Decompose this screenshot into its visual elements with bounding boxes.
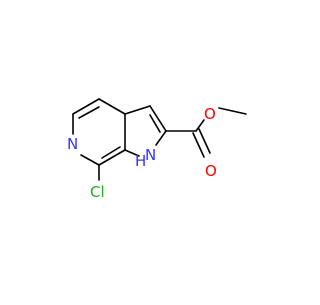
- bond-n1-c7a: [124, 149, 140, 157]
- atom-o-carbonyl: O: [205, 162, 217, 180]
- bond-ccarbonyl-o-ester: [195, 119, 205, 132]
- atom-cl: Cl: [90, 183, 105, 201]
- bond-c7-c7a-inner: [101, 146, 121, 159]
- atom-o-ester: O: [204, 105, 216, 123]
- bonds: [72, 98, 247, 181]
- bond-c4-c5: [72, 98, 100, 115]
- bond-c4-c5-inner: [78, 106, 100, 119]
- atom-labels: N H N Cl O O: [67, 105, 217, 201]
- bond-ccarbonyl-o-carbonyl-b: [198, 128, 211, 154]
- bond-o-ester-ch3: [218, 107, 247, 115]
- bond-n6-c7: [80, 154, 100, 166]
- atom-n1: N: [145, 146, 156, 164]
- molecule-canvas: N H N Cl O O: [67, 98, 247, 201]
- bond-c3-c2-inner: [149, 114, 161, 133]
- atom-h1: H: [135, 152, 146, 170]
- bond-c7-c7a: [98, 149, 126, 166]
- bond-c3a-c3: [124, 105, 151, 115]
- atom-n6: N: [67, 135, 78, 153]
- bond-c3-c2: [149, 105, 167, 132]
- structure-svg: N H N Cl O O: [67, 98, 247, 201]
- bond-c2-n1: [155, 130, 167, 146]
- bond-ccarbonyl-o-carbonyl-a: [192, 132, 205, 158]
- bond-c3a-c4: [98, 98, 126, 115]
